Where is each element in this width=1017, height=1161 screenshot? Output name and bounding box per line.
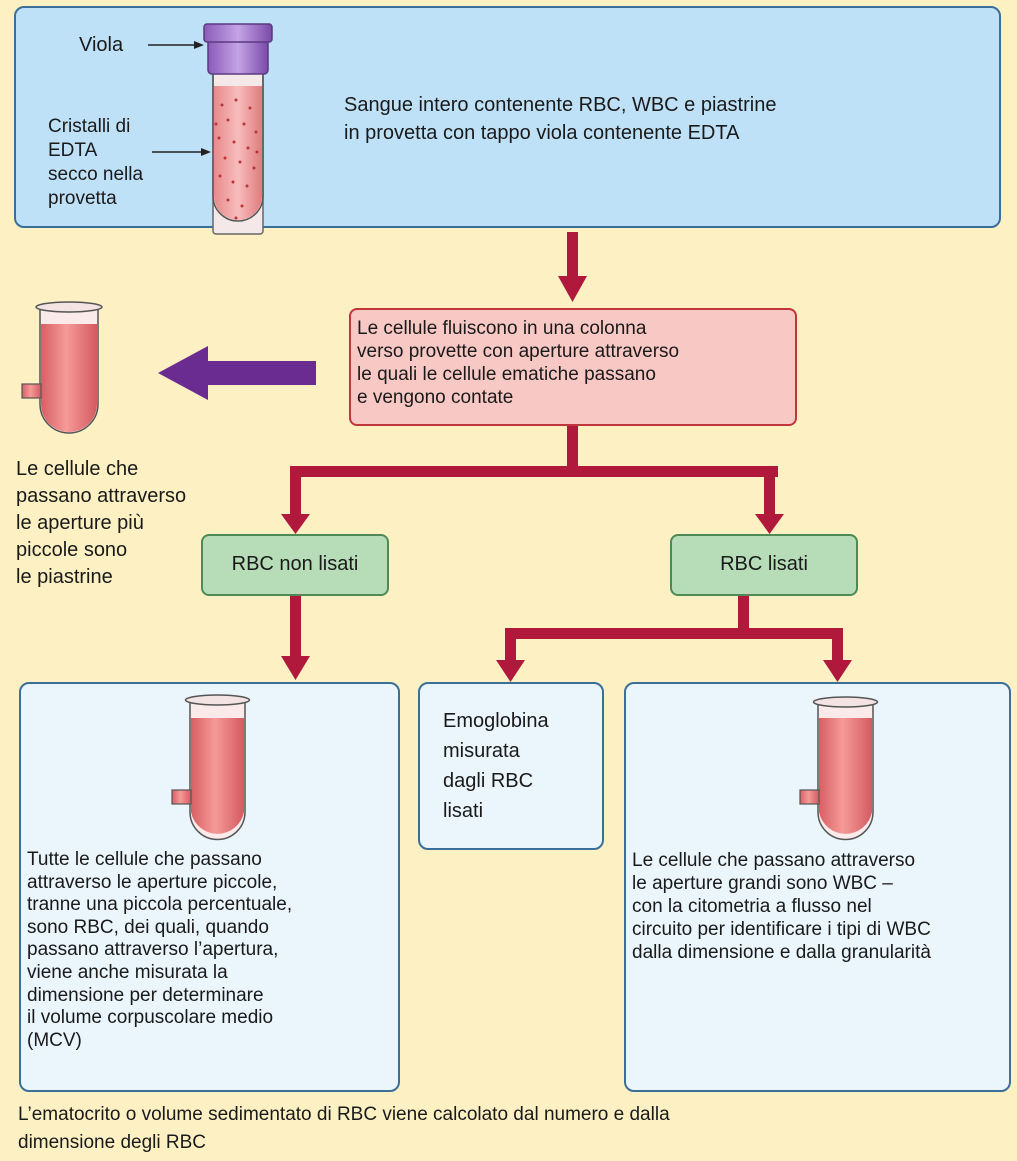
branch-left-box xyxy=(201,534,389,596)
viola-pointer-arrow xyxy=(148,41,204,49)
branch-left-label: RBC non lisati xyxy=(231,553,359,575)
footer-text: L’ematocrito o volume sedimentato di RBC… xyxy=(18,1104,670,1153)
platelet-tube-icon xyxy=(21,301,103,434)
bottom-middle-box xyxy=(418,682,604,850)
top-description: Sangue intero contenente RBC, WBC e pias… xyxy=(344,94,777,144)
bottom-left-text: Tutte le cellule che passano attraverso … xyxy=(27,849,293,1051)
viola-label: Viola xyxy=(79,34,124,56)
bottom-middle-text: Emoglobina misurata dagli RBC lisati xyxy=(443,710,549,822)
arrow-left-to-platelets xyxy=(158,346,316,400)
branch-right-label: RBC lisati xyxy=(720,553,808,575)
arrow-down-to-flow xyxy=(558,232,587,302)
edta-tube-icon xyxy=(203,23,273,235)
rbc-tube-icon xyxy=(171,694,251,841)
arrow-split-to-bottom xyxy=(496,596,852,682)
bottom-right-text: Le cellule che passano attraverso le ape… xyxy=(632,850,931,963)
arrow-split-to-branches xyxy=(281,426,784,534)
crystals-pointer-arrow xyxy=(152,148,211,156)
branch-right-box xyxy=(670,534,858,596)
arrow-down-to-bottom-left xyxy=(281,596,310,680)
flow-box xyxy=(349,308,797,426)
top-box xyxy=(14,6,1001,228)
edta-crystals-label: Cristalli di EDTA secco nella provetta xyxy=(48,116,144,209)
platelets-text: Le cellule che passano attraverso le ape… xyxy=(16,458,187,588)
wbc-tube-icon xyxy=(799,696,879,841)
flow-description: Le cellule fluiscono in una colonna vers… xyxy=(357,318,680,408)
